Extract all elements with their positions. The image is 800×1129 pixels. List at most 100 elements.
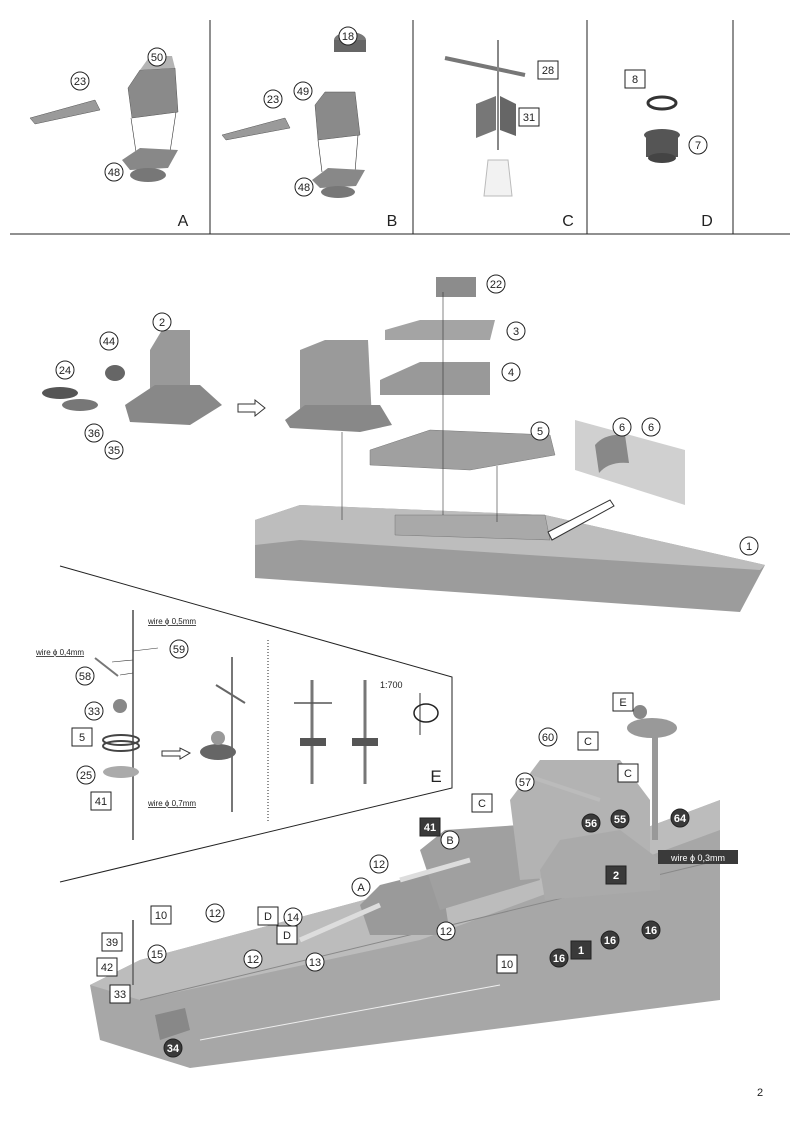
- part-callout: 44: [99, 331, 119, 351]
- part-callout: 16: [549, 948, 569, 968]
- detail-e-frame: [59, 565, 453, 883]
- final-ship-assembly: [90, 705, 721, 1068]
- part-callout: A: [351, 877, 371, 897]
- scale-label: 1:700: [380, 680, 403, 690]
- svg-text:12: 12: [440, 926, 452, 938]
- part-callout: D: [257, 906, 279, 926]
- part-callout: 16: [600, 930, 620, 950]
- svg-text:56: 56: [585, 818, 597, 830]
- panel-b-parts: [221, 32, 366, 198]
- svg-text:5: 5: [537, 426, 543, 438]
- part-callout: 8: [624, 69, 646, 89]
- part-callout: 12: [369, 854, 389, 874]
- part-callout: 12: [436, 921, 456, 941]
- part-callout: 60: [538, 727, 558, 747]
- part-callout: 15: [147, 944, 167, 964]
- svg-text:35: 35: [108, 445, 120, 457]
- svg-text:48: 48: [108, 167, 120, 179]
- part-callout: C: [471, 793, 493, 813]
- part-callout: 4: [501, 362, 521, 382]
- svg-text:12: 12: [247, 954, 259, 966]
- svg-text:60: 60: [542, 732, 554, 744]
- part-callout: 59: [169, 639, 189, 659]
- part-callout: 39: [101, 932, 123, 952]
- svg-text:55: 55: [614, 814, 626, 826]
- wire-label: wire ϕ 0,5mm: [147, 617, 196, 626]
- panel-d-parts: [644, 95, 680, 163]
- svg-text:16: 16: [604, 935, 616, 947]
- panel-a-parts: [29, 56, 179, 182]
- part-callout: 7: [688, 135, 708, 155]
- svg-text:57: 57: [519, 777, 531, 789]
- part-callout: D: [276, 925, 298, 945]
- svg-text:D: D: [264, 911, 272, 923]
- wire-label-0-3mm: wire ϕ 0,3mm: [658, 850, 738, 864]
- part-callout: 48: [294, 177, 314, 197]
- svg-text:23: 23: [74, 76, 86, 88]
- part-callout: 36: [84, 423, 104, 443]
- svg-text:D: D: [283, 930, 291, 942]
- svg-text:1: 1: [746, 541, 752, 553]
- part-callout: 22: [486, 274, 506, 294]
- part-callout: 23: [70, 71, 90, 91]
- detail-e-parts: [94, 610, 439, 840]
- svg-text:64: 64: [674, 813, 687, 825]
- main-hull-assembly: [42, 277, 765, 612]
- panel-letter-c: C: [562, 213, 574, 230]
- panel-c-parts: [444, 40, 526, 197]
- svg-text:36: 36: [88, 428, 100, 440]
- svg-text:14: 14: [287, 912, 299, 924]
- detail-letter-e: E: [430, 767, 441, 786]
- svg-text:10: 10: [155, 910, 167, 922]
- svg-text:50: 50: [151, 52, 163, 64]
- svg-text:B: B: [446, 835, 453, 847]
- svg-text:24: 24: [59, 365, 71, 377]
- svg-text:2: 2: [159, 317, 165, 329]
- part-callout: 48: [104, 162, 124, 182]
- svg-text:28: 28: [542, 65, 554, 77]
- part-callout: 6: [612, 417, 632, 437]
- svg-text:8: 8: [632, 74, 638, 86]
- part-callout: 33: [84, 701, 104, 721]
- svg-text:42: 42: [101, 962, 113, 974]
- svg-text:41: 41: [424, 822, 436, 834]
- svg-text:6: 6: [619, 422, 625, 434]
- svg-text:18: 18: [342, 31, 354, 43]
- part-callout: 33: [109, 984, 131, 1004]
- svg-text:33: 33: [88, 706, 100, 718]
- part-callout: 12: [205, 903, 225, 923]
- part-callout: C: [617, 763, 639, 783]
- svg-text:49: 49: [297, 86, 309, 98]
- svg-text:13: 13: [309, 957, 321, 969]
- svg-text:22: 22: [490, 279, 502, 291]
- svg-text:41: 41: [95, 796, 107, 808]
- part-callout: B: [440, 830, 460, 850]
- svg-text:5: 5: [79, 732, 85, 744]
- svg-text:wire ϕ 0,3mm: wire ϕ 0,3mm: [670, 853, 725, 863]
- svg-text:59: 59: [173, 644, 185, 656]
- part-callout: 42: [96, 957, 118, 977]
- step-panels-frame: [10, 20, 790, 235]
- part-callout: 1: [739, 536, 759, 556]
- panel-letter-d: D: [701, 213, 713, 230]
- part-callout: 41: [419, 817, 441, 837]
- part-callout: 31: [518, 107, 540, 127]
- part-callout: 12: [243, 949, 263, 969]
- part-callout: 10: [496, 954, 518, 974]
- svg-text:A: A: [357, 882, 365, 894]
- part-callout: 23: [263, 89, 283, 109]
- part-callout: 55: [610, 809, 630, 829]
- part-callout: 5: [530, 421, 550, 441]
- svg-text:6: 6: [648, 422, 654, 434]
- svg-text:3: 3: [513, 326, 519, 338]
- part-callout: 28: [537, 60, 559, 80]
- part-callout: E: [612, 692, 634, 712]
- svg-text:58: 58: [79, 671, 91, 683]
- svg-text:7: 7: [695, 140, 701, 152]
- svg-text:4: 4: [508, 367, 514, 379]
- svg-text:C: C: [584, 736, 592, 748]
- svg-text:34: 34: [167, 1043, 180, 1055]
- svg-text:1: 1: [578, 945, 584, 957]
- page-number: 2: [757, 1087, 763, 1099]
